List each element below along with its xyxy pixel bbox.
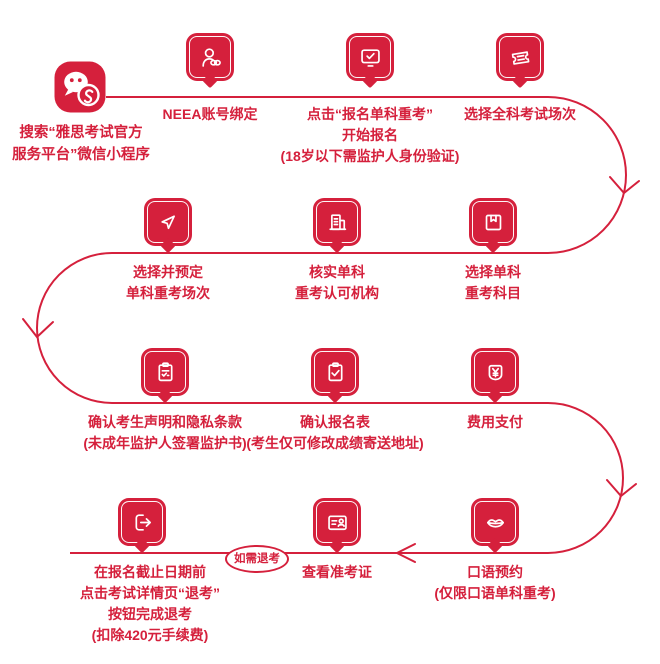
label-cancel-exam: 在报名截止日期前点击考试详情页“退考”按钮完成退考(扣除420元手续费) [80, 564, 220, 643]
label-verify-institution: 核实单科重考认可机构 [295, 264, 379, 301]
step-speaking-booking [471, 498, 519, 546]
lips-icon [486, 518, 504, 528]
ticket-icon [511, 50, 529, 65]
step-confirm-declaration [141, 348, 189, 396]
arrow-down-right-2 [606, 479, 637, 498]
label-neea-binding: NEEA账号绑定 [162, 106, 258, 122]
exit-icon [134, 513, 151, 531]
yen-badge-icon [488, 364, 502, 380]
organization-icon [328, 213, 346, 230]
detour-badge: 如需退考 [225, 545, 289, 573]
label-speaking-booking: 口语预约(仅限口语单科重考) [434, 564, 556, 601]
account-link-icon [201, 47, 221, 67]
step-verify-institution [313, 198, 361, 246]
label-confirm-declaration: 确认考生声明和隐私条款(未成年监护人签署监护书) [83, 414, 247, 451]
id-card-icon [327, 514, 347, 530]
label-view-admission-ticket: 查看准考证 [302, 564, 372, 580]
step-confirm-form [311, 348, 359, 396]
arrow-down-left [22, 318, 54, 339]
wechat-mini-program-icon [54, 61, 106, 113]
label-choose-retake-subject: 选择单科重考科目 [465, 264, 521, 301]
step-neea-binding [186, 33, 234, 81]
label-choose-full-session: 选择全科考试场次 [464, 106, 576, 122]
label-confirm-form: 确认报名表(考生仅可修改成绩寄送地址) [246, 414, 424, 451]
label-book-retake-session: 选择并预定单科重考场次 [126, 264, 210, 301]
entry-label: 搜索“雅思考试官方服务平台”微信小程序 [12, 125, 150, 163]
step-pay-fee [471, 348, 519, 396]
clipboard-check-icon [327, 361, 343, 381]
screen-check-icon [360, 48, 380, 67]
step-choose-retake-subject [469, 198, 517, 246]
cursor-icon [160, 214, 175, 229]
label-start-registration: 点击“报名单科重考”开始报名(18岁以下需监护人身份验证) [280, 106, 460, 164]
label-pay-fee: 费用支付 [467, 414, 523, 430]
step-start-registration [346, 33, 394, 81]
step-view-admission-ticket [313, 498, 361, 546]
step-book-retake-session [144, 198, 192, 246]
arrow-down-right-1 [609, 176, 640, 195]
step-choose-full-session [496, 33, 544, 81]
book-icon [485, 214, 501, 230]
clipboard-list-icon [157, 361, 173, 381]
arrow-left [394, 543, 416, 563]
step-cancel-exam [118, 498, 166, 546]
